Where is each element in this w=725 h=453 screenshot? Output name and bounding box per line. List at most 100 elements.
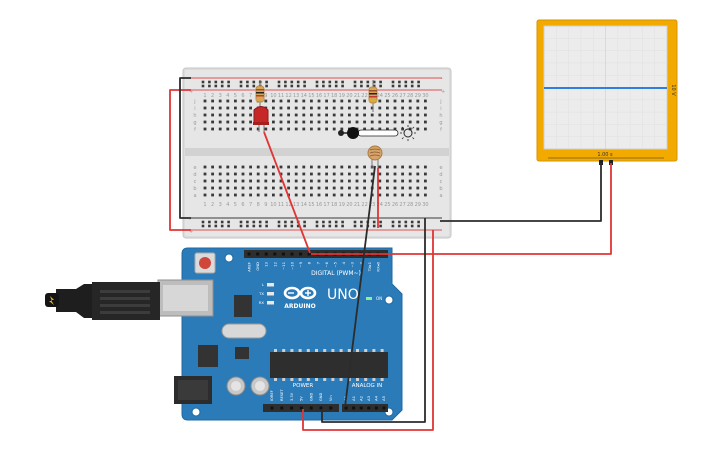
- rail-hole[interactable]: [303, 80, 306, 84]
- rail-hole[interactable]: [214, 80, 218, 84]
- rail-hole[interactable]: [379, 224, 382, 228]
- rail-hole[interactable]: [353, 220, 357, 224]
- breadboard-hole[interactable]: [226, 179, 230, 183]
- rail-hole[interactable]: [265, 84, 268, 88]
- breadboard-hole[interactable]: [408, 193, 412, 197]
- breadboard-hole[interactable]: [287, 165, 290, 169]
- rail-hole[interactable]: [410, 220, 414, 224]
- digital-pin[interactable]: [307, 252, 311, 256]
- breadboard-hole[interactable]: [211, 179, 214, 183]
- rail-hole[interactable]: [315, 80, 319, 84]
- breadboard-hole[interactable]: [370, 120, 374, 124]
- breadboard-hole[interactable]: [393, 179, 397, 183]
- breadboard-hole[interactable]: [218, 179, 222, 183]
- breadboard-hole[interactable]: [234, 113, 237, 117]
- breadboard-hole[interactable]: [386, 179, 389, 183]
- rail-hole[interactable]: [220, 224, 224, 228]
- breadboard-hole[interactable]: [393, 113, 397, 117]
- breadboard-hole[interactable]: [355, 106, 359, 110]
- breadboard-hole[interactable]: [310, 186, 313, 190]
- analog-pin[interactable]: [359, 406, 363, 410]
- breadboard-hole[interactable]: [203, 186, 207, 190]
- breadboard-hole[interactable]: [370, 113, 374, 117]
- breadboard-hole[interactable]: [332, 193, 336, 197]
- breadboard-hole[interactable]: [393, 127, 397, 131]
- breadboard-hole[interactable]: [378, 120, 382, 124]
- breadboard-hole[interactable]: [325, 193, 328, 197]
- breadboard-hole[interactable]: [294, 99, 298, 103]
- breadboard-hole[interactable]: [264, 127, 268, 131]
- rail-hole[interactable]: [372, 84, 376, 88]
- breadboard-hole[interactable]: [241, 193, 245, 197]
- power-pin[interactable]: [270, 406, 274, 410]
- breadboard-hole[interactable]: [378, 106, 382, 110]
- rail-hole[interactable]: [246, 220, 249, 224]
- breadboard-hole[interactable]: [340, 193, 344, 197]
- photoresistor[interactable]: [367, 145, 383, 168]
- breadboard-hole[interactable]: [249, 106, 252, 110]
- breadboard-hole[interactable]: [264, 193, 268, 197]
- breadboard-hole[interactable]: [325, 179, 328, 183]
- breadboard-hole[interactable]: [218, 186, 222, 190]
- breadboard-hole[interactable]: [234, 106, 237, 110]
- rail-hole[interactable]: [353, 224, 357, 228]
- rail-hole[interactable]: [334, 84, 338, 88]
- breadboard-hole[interactable]: [363, 193, 366, 197]
- breadboard[interactable]: 1122334455667788991010111112121313141415…: [182, 67, 452, 239]
- breadboard-hole[interactable]: [325, 99, 328, 103]
- breadboard-hole[interactable]: [279, 99, 283, 103]
- red-led[interactable]: [253, 106, 269, 133]
- breadboard-hole[interactable]: [363, 113, 366, 117]
- breadboard-hole[interactable]: [310, 113, 313, 117]
- rail-hole[interactable]: [258, 224, 262, 228]
- breadboard-hole[interactable]: [348, 113, 351, 117]
- rail-hole[interactable]: [296, 84, 300, 88]
- breadboard-hole[interactable]: [279, 179, 283, 183]
- breadboard-hole[interactable]: [401, 106, 404, 110]
- rail-hole[interactable]: [334, 224, 338, 228]
- rail-hole[interactable]: [252, 224, 256, 228]
- breadboard-hole[interactable]: [363, 179, 366, 183]
- rail-hole[interactable]: [379, 84, 382, 88]
- breadboard-hole[interactable]: [287, 113, 290, 117]
- breadboard-hole[interactable]: [249, 120, 252, 124]
- rail-hole[interactable]: [341, 224, 344, 228]
- breadboard-hole[interactable]: [408, 165, 412, 169]
- breadboard-hole[interactable]: [348, 120, 351, 124]
- breadboard-hole[interactable]: [272, 106, 275, 110]
- rail-hole[interactable]: [239, 80, 243, 84]
- breadboard-hole[interactable]: [310, 165, 313, 169]
- rail-hole[interactable]: [410, 80, 414, 84]
- breadboard-hole[interactable]: [294, 120, 298, 124]
- rail-hole[interactable]: [277, 224, 281, 228]
- breadboard-hole[interactable]: [416, 106, 420, 110]
- breadboard-hole[interactable]: [256, 179, 260, 183]
- rail-hole[interactable]: [290, 80, 294, 84]
- breadboard-hole[interactable]: [317, 120, 321, 124]
- rail-hole[interactable]: [360, 224, 363, 228]
- rail-hole[interactable]: [391, 224, 395, 228]
- breadboard-hole[interactable]: [203, 172, 207, 176]
- oscilloscope[interactable]: 1.00 s 10 V: [536, 19, 678, 165]
- rail-hole[interactable]: [208, 80, 211, 84]
- digital-pin[interactable]: [264, 252, 268, 256]
- rail-hole[interactable]: [334, 220, 338, 224]
- breadboard-hole[interactable]: [355, 113, 359, 117]
- rail-hole[interactable]: [258, 220, 262, 224]
- breadboard-hole[interactable]: [408, 106, 412, 110]
- rail-hole[interactable]: [239, 224, 243, 228]
- breadboard-hole[interactable]: [386, 99, 389, 103]
- breadboard-hole[interactable]: [211, 113, 214, 117]
- rail-hole[interactable]: [246, 80, 249, 84]
- breadboard-hole[interactable]: [294, 172, 298, 176]
- breadboard-hole[interactable]: [370, 179, 374, 183]
- rail-hole[interactable]: [315, 220, 319, 224]
- breadboard-hole[interactable]: [424, 172, 427, 176]
- breadboard-hole[interactable]: [355, 99, 359, 103]
- rail-hole[interactable]: [334, 80, 338, 84]
- breadboard-hole[interactable]: [348, 165, 351, 169]
- breadboard-hole[interactable]: [370, 106, 374, 110]
- breadboard-hole[interactable]: [317, 193, 321, 197]
- oscilloscope-probe-minus[interactable]: [599, 160, 603, 165]
- breadboard-hole[interactable]: [302, 193, 306, 197]
